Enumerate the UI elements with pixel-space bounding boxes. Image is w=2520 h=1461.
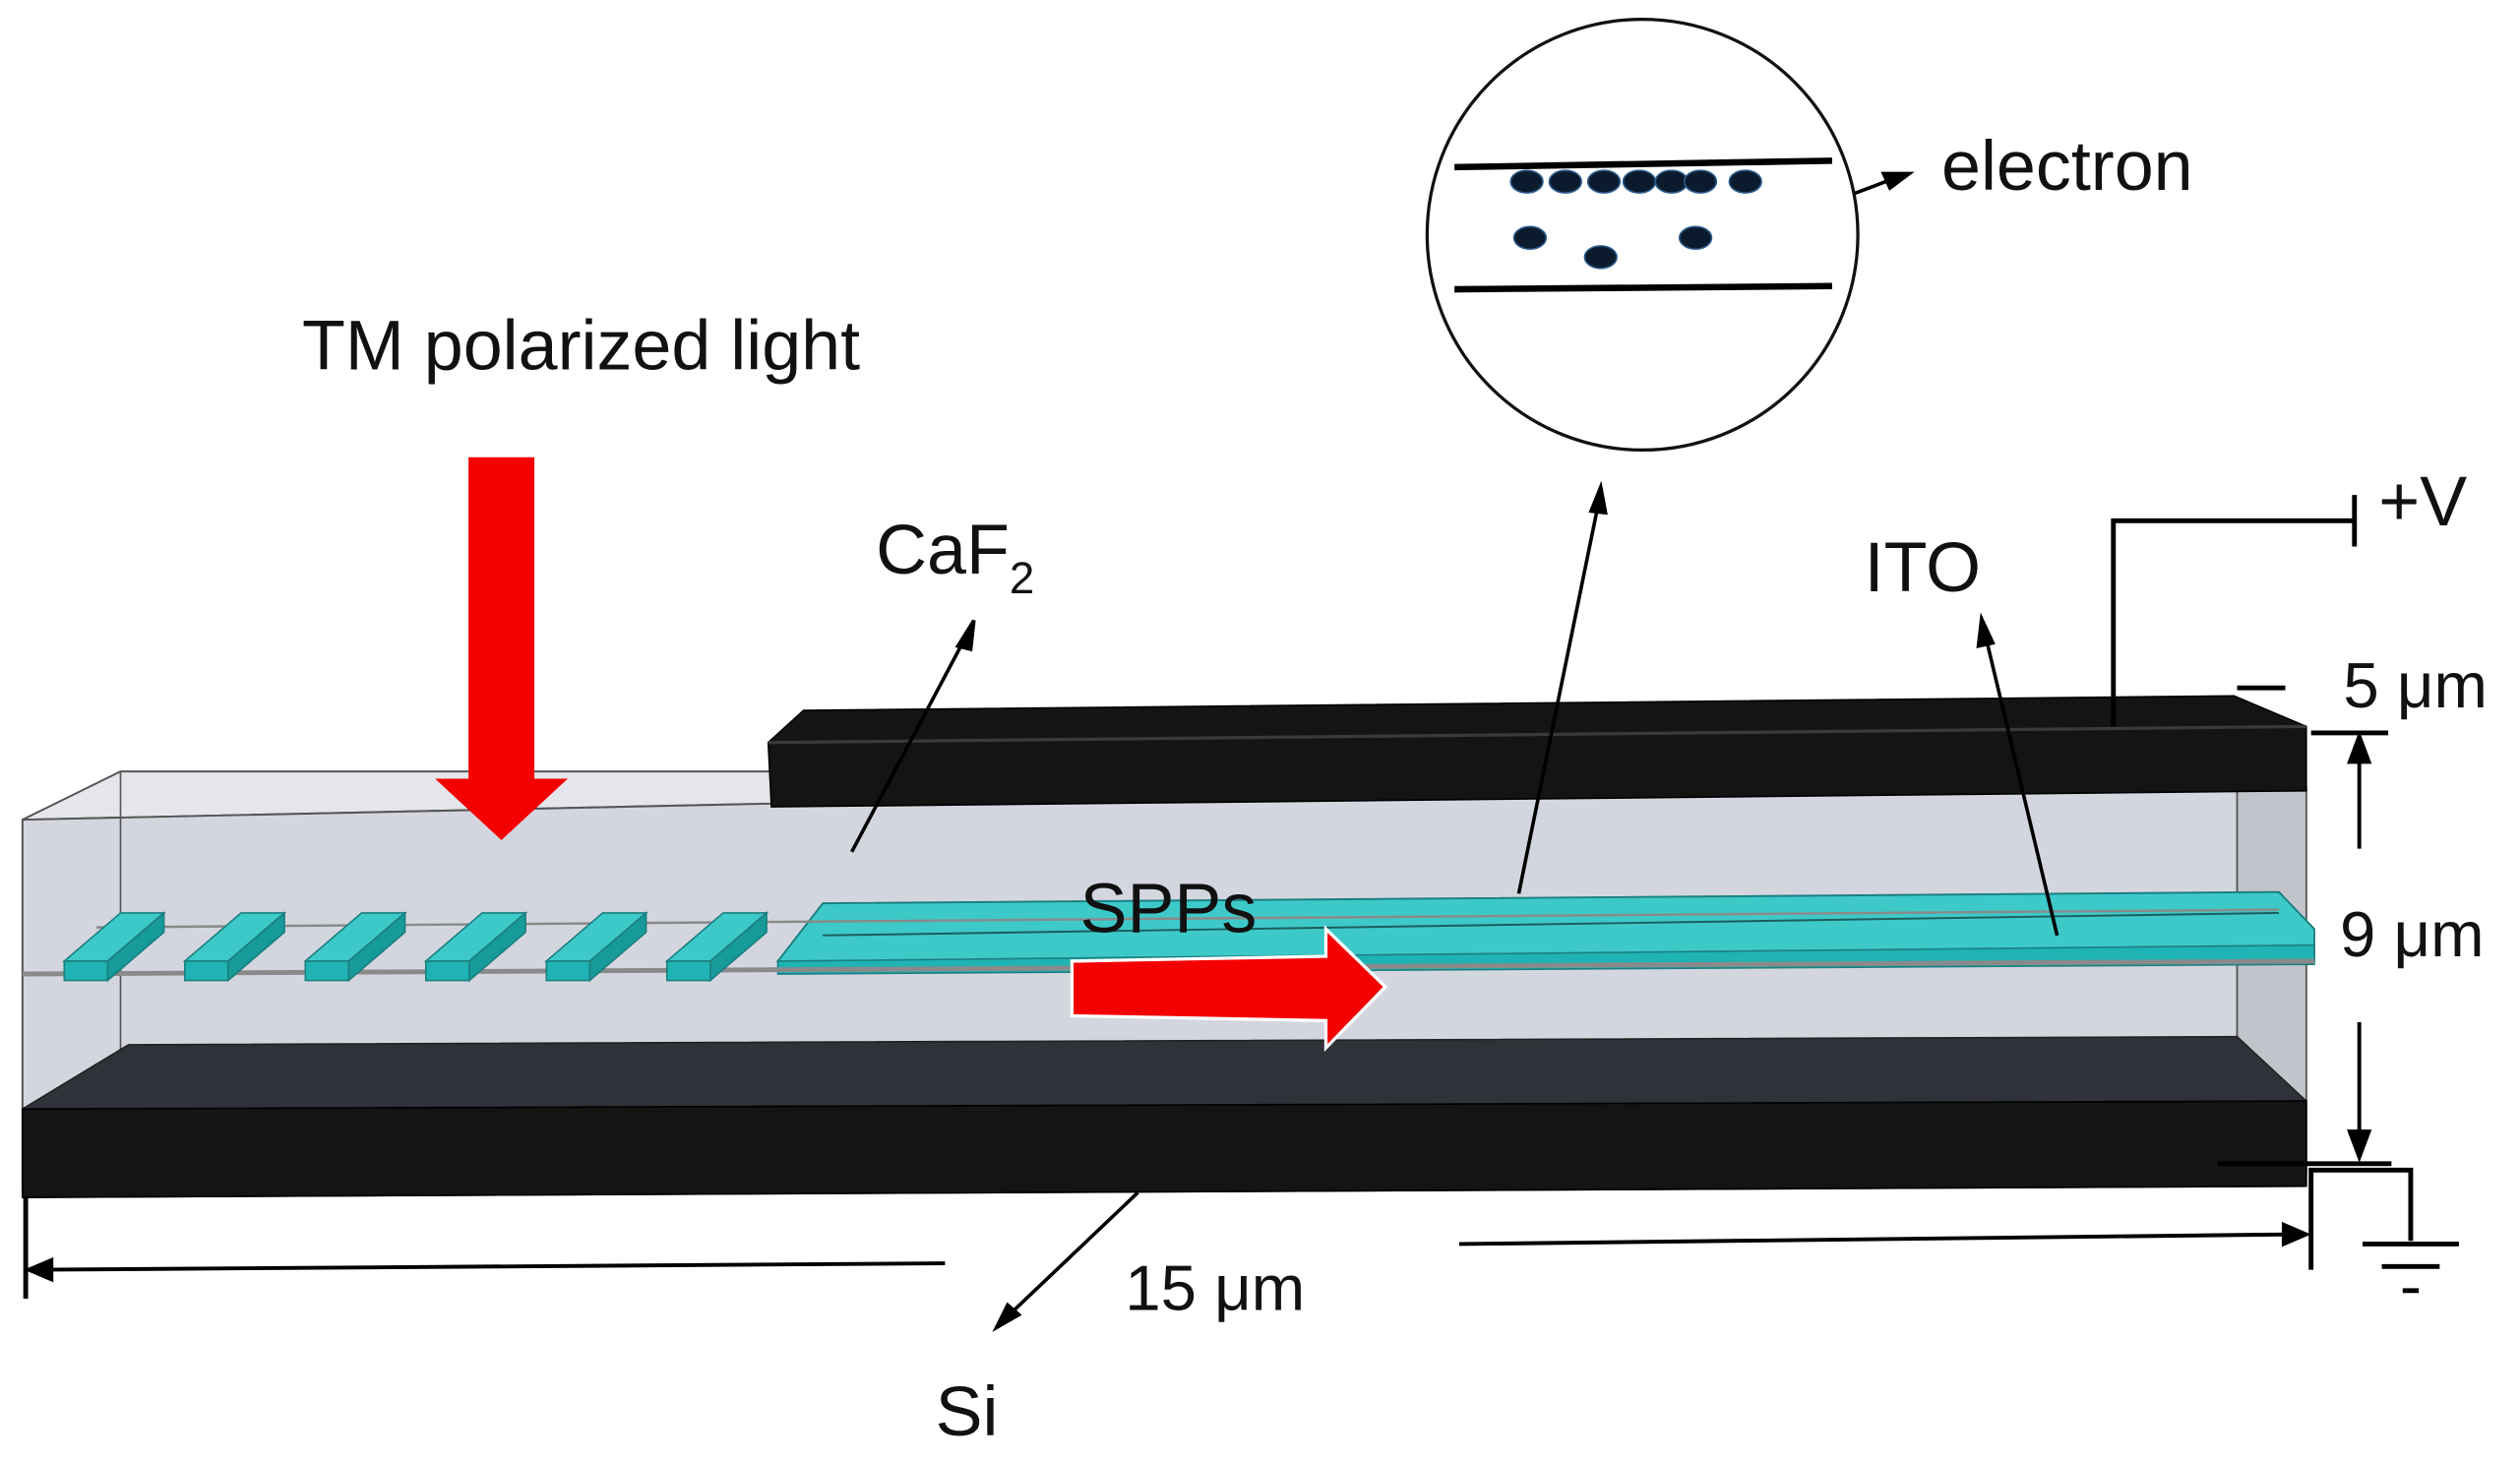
grating	[62, 911, 769, 983]
grating-bar	[664, 911, 769, 983]
dim-top-label: 5 μm	[2343, 649, 2488, 721]
electron-inset	[1425, 17, 1860, 453]
caf2-label-main: CaF	[876, 511, 1010, 589]
caf2-label-sub: 2	[1010, 553, 1034, 603]
electron-dot-icon	[1622, 169, 1657, 194]
grating-bar	[62, 911, 166, 983]
spps-arrow-icon	[1070, 925, 1388, 1053]
electron-dot-icon	[1586, 169, 1622, 194]
dim-height-label: 9 μm	[2340, 898, 2485, 970]
si-label: Si	[936, 1372, 999, 1451]
grating-bar	[182, 911, 287, 983]
caf2-label: CaF2	[876, 511, 1034, 603]
spps-label: SPPs	[1080, 870, 1258, 948]
incident-light-arrow-icon	[435, 457, 569, 840]
circuit	[2111, 495, 2414, 1270]
electron-dot-icon	[1683, 169, 1718, 194]
electron-dot-icon	[1583, 245, 1618, 270]
electron-dot-icon	[1678, 225, 1713, 251]
electron-dot-icon	[1548, 169, 1582, 194]
electron-label: electron	[1941, 127, 2193, 206]
electron-dot-icon	[1654, 169, 1689, 194]
grating-bar	[544, 911, 648, 983]
voltage-label: +V	[2378, 462, 2467, 541]
ito-label: ITO	[1865, 528, 1981, 607]
grating-bar	[303, 911, 407, 983]
electron-dots	[1509, 169, 1762, 270]
si-substrate	[22, 1035, 2307, 1198]
dim-length-label: 15 μm	[1125, 1251, 1305, 1323]
electron-dot-icon	[1512, 225, 1548, 251]
grating-bar	[423, 911, 528, 983]
electron-dot-icon	[1728, 169, 1762, 194]
ground-symbol-icon	[2362, 1242, 2459, 1294]
top-electrode	[767, 695, 2307, 808]
electron-dot-icon	[1509, 169, 1544, 194]
light-label: TM polarized light	[302, 307, 860, 386]
dimension-lines	[23, 730, 2372, 1299]
